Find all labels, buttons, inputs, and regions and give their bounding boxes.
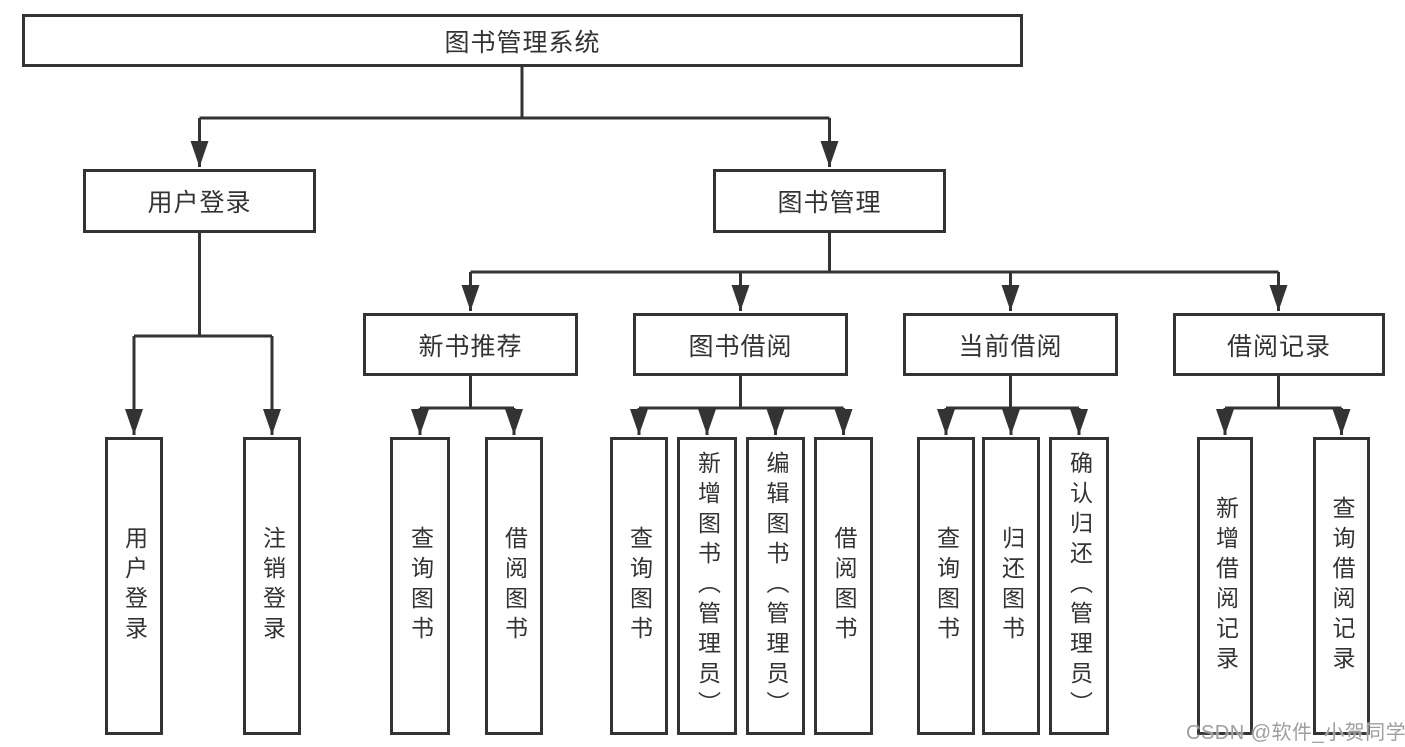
node-label: 借阅记录 xyxy=(1226,332,1331,361)
node-label: 借阅图书 xyxy=(501,526,528,646)
leaf-add-book-admin: 新增图书（管理员） xyxy=(677,437,737,735)
leaf-return-books: 归还图书 xyxy=(982,437,1040,735)
connector-arrows xyxy=(125,118,1351,435)
leaf-query-books-2: 查询图书 xyxy=(610,437,668,735)
leaf-add-borrow-record: 新增借阅记录 xyxy=(1197,437,1253,735)
node-current-borrow: 当前借阅 xyxy=(903,313,1118,376)
node-label: 当前借阅 xyxy=(958,332,1063,361)
node-library-management-system: 图书管理系统 xyxy=(22,14,1023,67)
node-label: 图书管理 xyxy=(777,189,882,217)
leaf-borrow-books-2: 借阅图书 xyxy=(814,437,873,735)
node-user-login: 用户登录 xyxy=(83,169,316,233)
node-new-book-recommend: 新书推荐 xyxy=(363,313,578,376)
node-label: 图书管理系统 xyxy=(444,28,601,57)
leaf-confirm-return-admin: 确认归还（管理员） xyxy=(1049,437,1109,735)
node-label: 查询图书 xyxy=(933,526,960,646)
node-borrow-records: 借阅记录 xyxy=(1173,313,1385,376)
node-book-management: 图书管理 xyxy=(713,169,946,233)
node-label: 新增借阅记录 xyxy=(1212,496,1239,676)
leaf-borrow-books-1: 借阅图书 xyxy=(485,437,543,735)
node-label: 新增图书（管理员） xyxy=(694,451,721,721)
node-label: 用户登录 xyxy=(147,189,252,217)
leaf-query-books-3: 查询图书 xyxy=(917,437,975,735)
leaf-query-borrow-record: 查询借阅记录 xyxy=(1313,437,1370,735)
leaf-edit-book-admin: 编辑图书（管理员） xyxy=(746,437,805,735)
node-label: 新书推荐 xyxy=(418,332,523,361)
node-label: 用户登录 xyxy=(121,526,148,646)
node-label: 借阅图书 xyxy=(831,526,857,646)
leaf-query-books-1: 查询图书 xyxy=(390,437,450,735)
node-label: 确认归还（管理员） xyxy=(1066,451,1093,721)
leaf-logout: 注销登录 xyxy=(243,437,301,735)
leaf-user-login: 用户登录 xyxy=(105,437,163,735)
node-label: 归还图书 xyxy=(998,526,1025,646)
csdn-watermark: CSDN @软件_小贺同学 xyxy=(1186,722,1405,744)
node-label: 编辑图书（管理员） xyxy=(763,451,789,721)
node-label: 注销登录 xyxy=(259,526,286,646)
node-label: 图书借阅 xyxy=(688,332,793,361)
node-label: 查询图书 xyxy=(407,526,434,646)
node-label: 查询图书 xyxy=(626,526,653,646)
node-book-borrow: 图书借阅 xyxy=(633,313,848,376)
node-label: 查询借阅记录 xyxy=(1329,496,1355,676)
